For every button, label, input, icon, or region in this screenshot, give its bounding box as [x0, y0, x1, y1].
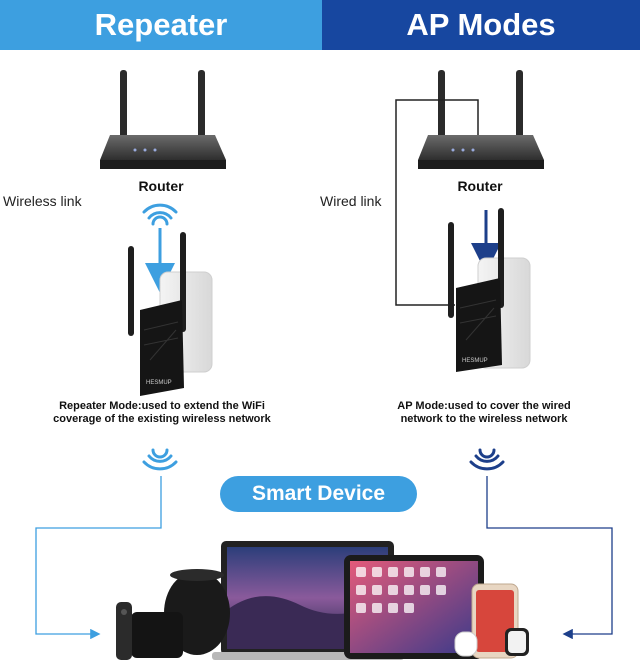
repeater-mode-caption: Repeater Mode:used to extend the WiFi co…	[30, 400, 294, 426]
connector-left	[35, 476, 162, 640]
smart-devices-illustration	[116, 541, 529, 660]
extender-brand-right: HESMUP	[462, 358, 488, 364]
smart-device-label: Smart Device	[220, 476, 417, 512]
ap-caption-line2: network to the wireless network	[400, 413, 568, 425]
header-ap-modes: AP Modes	[322, 0, 640, 50]
wifi-icon-bottom-right	[469, 448, 505, 471]
connector-right	[486, 476, 613, 640]
wireless-link-label: Wireless link	[3, 193, 82, 209]
repeater-caption-line1: Repeater Mode:used to extend the WiFi	[59, 400, 265, 412]
extender-brand-left: HESMUP	[146, 380, 172, 386]
extender-icon-right: HESMUP	[448, 208, 531, 372]
wifi-icon-top-left	[142, 203, 178, 226]
header-repeater: Repeater	[0, 0, 322, 50]
wired-link-cable	[395, 99, 479, 306]
router-icon-right	[418, 70, 544, 169]
ap-mode-caption: AP Mode:used to cover the wired network …	[368, 400, 600, 426]
wifi-icon-bottom-left	[142, 448, 178, 471]
repeater-caption-line2: coverage of the existing wireless networ…	[53, 413, 271, 425]
router-icon-left	[100, 70, 226, 169]
extender-icon-left: HESMUP	[128, 232, 213, 396]
ap-caption-line1: AP Mode:used to cover the wired	[397, 400, 571, 412]
router-label-left: Router	[138, 178, 184, 194]
router-label-right: Router	[457, 178, 503, 194]
wired-link-label: Wired link	[320, 193, 382, 209]
